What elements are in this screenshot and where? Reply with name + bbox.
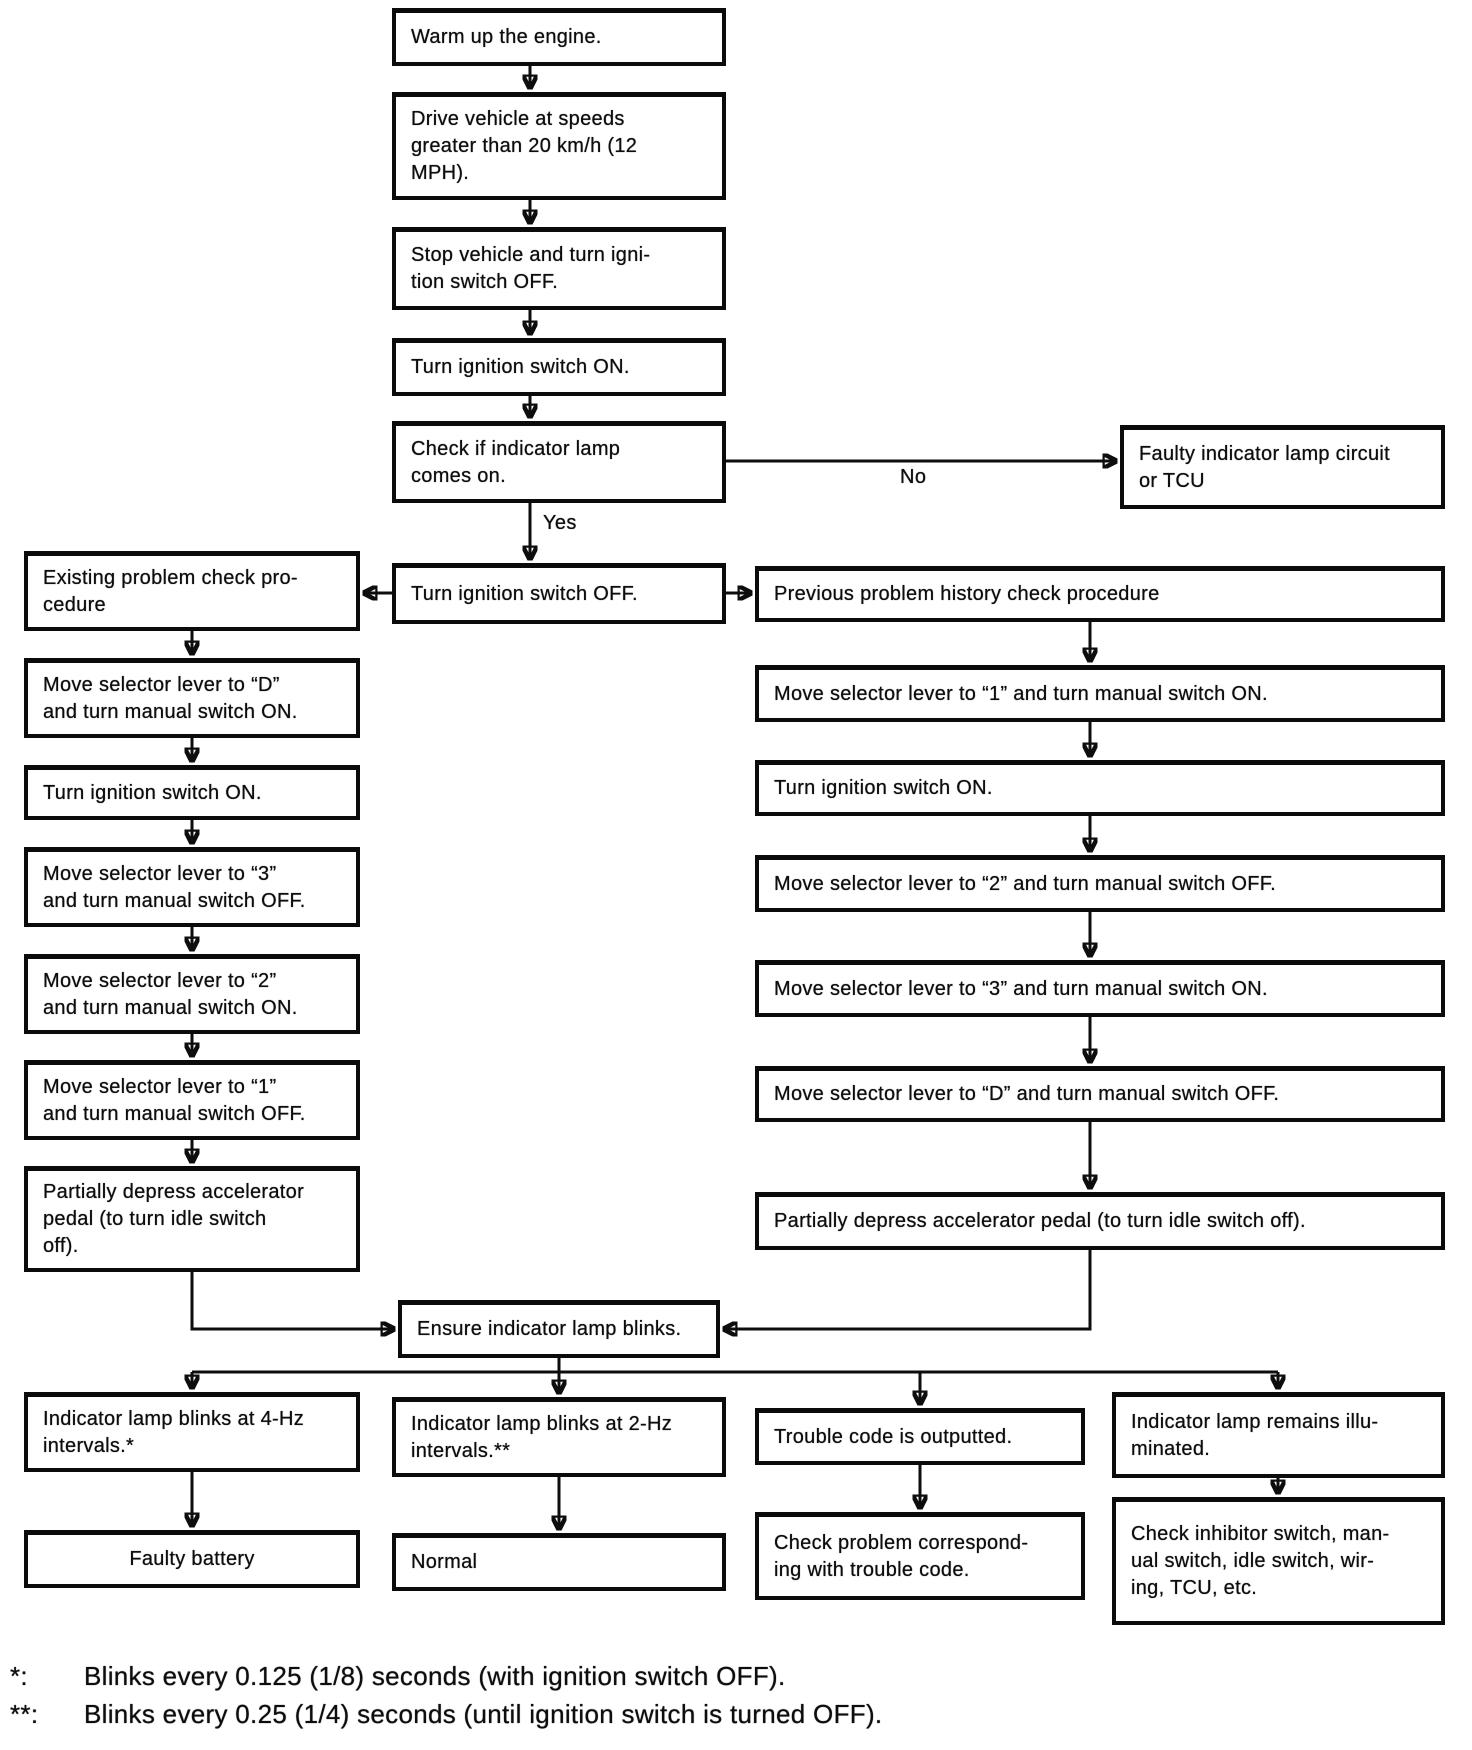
footnote-2-marker: **: xyxy=(10,1698,39,1729)
footnote-1-marker: *: xyxy=(10,1661,28,1691)
result-faulty-lamp-circuit: Faulty indicator lamp circuit or TCU xyxy=(1120,425,1445,509)
step-left-lever-2-on: Move selector lever to “2” and turn manu… xyxy=(24,954,360,1034)
decision-check-lamp: Check if indicator lamp comes on. xyxy=(392,421,726,503)
step-stop-vehicle: Stop vehicle and turn igni- tion switch … xyxy=(392,227,726,310)
step-ignition-off-center: Turn ignition switch OFF. xyxy=(392,563,726,624)
step-previous-problem-procedure: Previous problem history check procedure xyxy=(755,566,1445,622)
step-warm-up-engine: Warm up the engine. xyxy=(392,8,726,66)
result-faulty-battery: Faulty battery xyxy=(24,1530,360,1588)
step-right-lever-2-off: Move selector lever to “2” and turn manu… xyxy=(755,855,1445,912)
step-left-lever-1-off: Move selector lever to “1” and turn manu… xyxy=(24,1060,360,1140)
outcome-lamp-illuminated: Indicator lamp remains illu- minated. xyxy=(1112,1392,1445,1478)
step-right-depress-pedal: Partially depress accelerator pedal (to … xyxy=(755,1192,1445,1250)
step-right-lever-1-on: Move selector lever to “1” and turn manu… xyxy=(755,665,1445,722)
step-left-depress-pedal: Partially depress accelerator pedal (to … xyxy=(24,1166,360,1272)
outcome-trouble-code: Trouble code is outputted. xyxy=(755,1408,1085,1465)
footnotes: *: Blinks every 0.125 (1/8) seconds (wit… xyxy=(10,1660,882,1730)
step-drive-vehicle: Drive vehicle at speeds greater than 20 … xyxy=(392,92,726,200)
step-ignition-on-center: Turn ignition switch ON. xyxy=(392,338,726,396)
outcome-blinks-2hz: Indicator lamp blinks at 2-Hz intervals.… xyxy=(392,1397,726,1477)
step-right-ignition-on: Turn ignition switch ON. xyxy=(755,760,1445,816)
result-check-problem: Check problem correspond- ing with troub… xyxy=(755,1512,1085,1600)
outcome-blinks-4hz: Indicator lamp blinks at 4-Hz intervals.… xyxy=(24,1392,360,1472)
result-check-inhibitor: Check inhibitor switch, man- ual switch,… xyxy=(1112,1497,1445,1625)
footnote-1-text: Blinks every 0.125 (1/8) seconds (with i… xyxy=(84,1661,786,1691)
step-left-lever-3-off: Move selector lever to “3” and turn manu… xyxy=(24,847,360,927)
step-existing-problem-procedure: Existing problem check pro- cedure xyxy=(24,551,360,631)
step-ensure-lamp-blinks: Ensure indicator lamp blinks. xyxy=(398,1300,720,1358)
connector-rightpedal-ensure xyxy=(724,1250,1092,1329)
branch-label-yes: Yes xyxy=(543,512,577,534)
step-left-lever-d-on: Move selector lever to “D” and turn manu… xyxy=(24,658,360,738)
branch-label-no: No xyxy=(900,466,927,488)
step-left-ignition-on: Turn ignition switch ON. xyxy=(24,765,360,820)
footnote-2-text: Blinks every 0.25 (1/4) seconds (until i… xyxy=(84,1698,883,1729)
result-normal: Normal xyxy=(392,1533,726,1591)
connector-leftpedal-ensure xyxy=(190,1272,394,1329)
step-right-lever-3-on: Move selector lever to “3” and turn manu… xyxy=(755,960,1445,1017)
step-right-lever-d-off: Move selector lever to “D” and turn manu… xyxy=(755,1066,1445,1122)
